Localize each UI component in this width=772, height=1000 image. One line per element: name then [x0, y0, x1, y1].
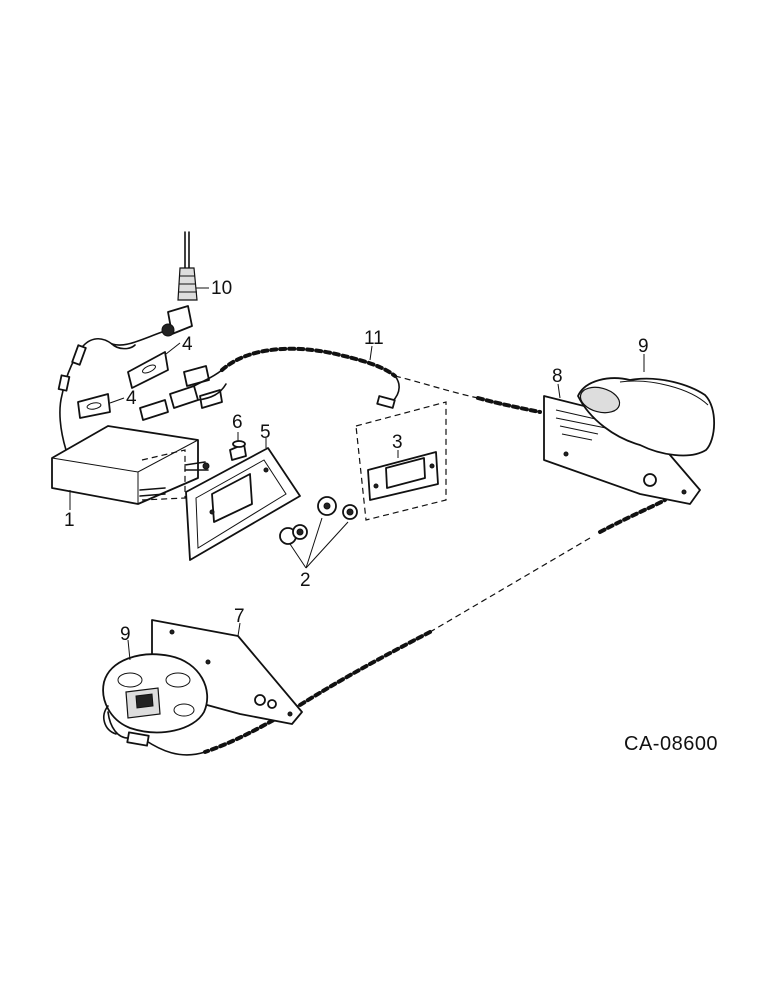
wire-connector	[71, 344, 87, 366]
callout-11: 11	[364, 328, 384, 349]
left-speaker-part	[102, 653, 209, 735]
callout-4-lower: 4	[126, 388, 137, 409]
callout-9-right: 9	[638, 336, 649, 357]
knob-part	[229, 440, 247, 461]
callout-leaders	[69, 287, 645, 661]
antenna-part	[111, 231, 198, 346]
wiring-harness-cable	[220, 346, 397, 378]
bracket-part-upper	[127, 351, 169, 389]
callout-3: 3	[392, 432, 403, 453]
radio-part	[51, 425, 210, 505]
callout-10: 10	[211, 278, 232, 299]
callout-9-left: 9	[120, 624, 131, 645]
callout-5: 5	[260, 422, 271, 443]
antenna-lead-wire	[59, 337, 113, 451]
callout-4-upper: 4	[182, 334, 193, 355]
nut-parts	[279, 496, 358, 569]
callout-7: 7	[234, 606, 245, 627]
callout-1: 1	[64, 510, 75, 531]
harness-connector	[139, 365, 227, 421]
faceplate-part	[355, 401, 447, 521]
callout-2: 2	[300, 570, 311, 591]
diagram-code: CA-08600	[624, 733, 718, 755]
wire-connector	[57, 374, 71, 392]
bezel-part	[185, 447, 301, 561]
right-speaker-part	[577, 377, 715, 457]
callout-6: 6	[232, 412, 243, 433]
bracket-part-lower	[77, 393, 111, 419]
harness-dashed-run	[429, 537, 591, 633]
callout-8: 8	[552, 366, 563, 387]
